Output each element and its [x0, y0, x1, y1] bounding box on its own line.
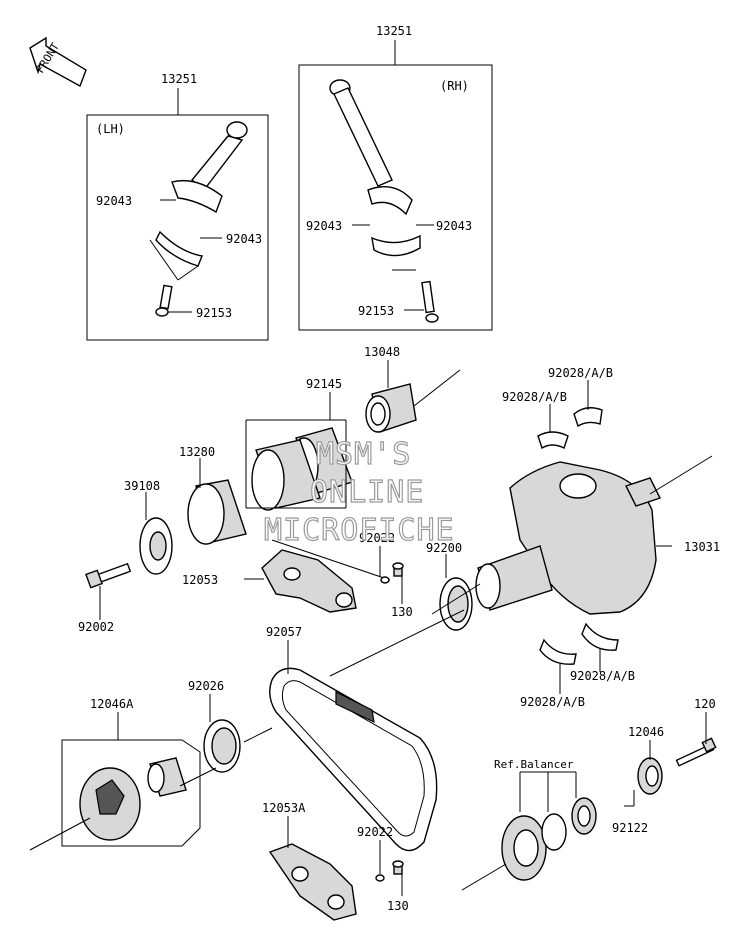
lh-bolt-icon [155, 284, 173, 317]
callout-12053: 12053 [182, 573, 218, 587]
rh-bolt-icon [421, 280, 439, 323]
callout-130-a: 130 [391, 605, 413, 619]
callout-12046: 12046 [628, 725, 664, 739]
watermark: MSM'S ONLINE MICROFICHE [263, 436, 455, 548]
bolt-92002-icon [85, 562, 132, 589]
bolt-120-icon [675, 737, 717, 767]
callout-92057: 92057 [266, 625, 302, 639]
bolt-130-icon [392, 562, 404, 577]
washer-92022-b-icon [375, 874, 385, 882]
bolt-130-b-icon [392, 860, 404, 875]
callout-12053A: 12053A [262, 801, 306, 815]
bearing-92028-1-icon [573, 407, 603, 428]
lh-92043-a: 92043 [96, 194, 132, 208]
washer-92022-icon [380, 576, 390, 584]
watermark-line-1: MSM'S [316, 437, 411, 472]
callout-13280: 13280 [179, 445, 215, 459]
guide-12053A-icon [268, 843, 357, 921]
washer-92026-icon [203, 719, 241, 773]
sprocket-12046A-group: 12046A [29, 697, 217, 851]
rh-92043-a: 92043 [306, 219, 342, 233]
bearing-92028-3-icon [539, 638, 577, 665]
callout-13048: 13048 [364, 345, 400, 359]
lh-part-number: 13251 [161, 72, 197, 86]
bearing-13048-icon [365, 369, 461, 433]
rh-part-number: 13251 [376, 24, 412, 38]
callout-12046A: 12046A [90, 697, 134, 711]
front-arrow-icon: FRONT [29, 36, 87, 88]
bearing-92028-2-icon [537, 431, 569, 450]
chain-92057-icon [269, 667, 438, 852]
callout-130-b: 130 [387, 899, 409, 913]
callout-92200: 92200 [426, 541, 462, 555]
sprocket-12046-icon [637, 757, 663, 795]
pulley-39108-icon [139, 517, 173, 575]
bearing-92028-4-icon [581, 622, 619, 651]
ref-balancer-label: Ref.Balancer [494, 758, 574, 771]
sprocket-12046A-icon [79, 767, 141, 841]
lh-connecting-rod-box: 13251 (LH) 92043 92043 92153 [86, 72, 269, 341]
sleeve-92145-icon [251, 427, 353, 511]
rh-92153: 92153 [358, 304, 394, 318]
balancer-sprocket-icon [501, 797, 597, 881]
callout-92028-3: 92028/A/B [570, 669, 635, 683]
callout-92028-4: 92028/A/B [520, 695, 585, 709]
callout-92026: 92026 [188, 679, 224, 693]
callout-92002: 92002 [78, 620, 114, 634]
watermark-line-3: MICROFICHE [264, 513, 455, 548]
tensioner-12053-icon [261, 549, 357, 613]
rh-connecting-rod-icon [329, 79, 421, 257]
callout-120: 120 [694, 697, 716, 711]
callout-13031: 13031 [684, 540, 720, 554]
washer-92200-icon [439, 577, 473, 631]
callout-39108: 39108 [124, 479, 160, 493]
callout-92022-a: 92022 [359, 531, 395, 545]
lh-tag: (LH) [96, 122, 125, 136]
lh-connecting-rod-icon [155, 121, 248, 267]
rh-92043-b: 92043 [436, 219, 472, 233]
callout-92022-b: 92022 [357, 825, 393, 839]
gear-13280-icon [187, 479, 247, 545]
lh-92153: 92153 [196, 306, 232, 320]
watermark-line-2: ONLINE [310, 475, 424, 510]
crankshaft-13031-icon [431, 455, 713, 615]
callout-92122: 92122 [612, 821, 648, 835]
callout-92145: 92145 [306, 377, 342, 391]
callout-92028-1: 92028/A/B [548, 366, 613, 380]
lh-92043-b: 92043 [226, 232, 262, 246]
callout-92028-2: 92028/A/B [502, 390, 567, 404]
rh-tag: (RH) [440, 79, 469, 93]
collar-12046A-icon [147, 757, 187, 797]
rh-connecting-rod-box: 13251 (RH) 92043 92043 92153 [298, 24, 493, 331]
